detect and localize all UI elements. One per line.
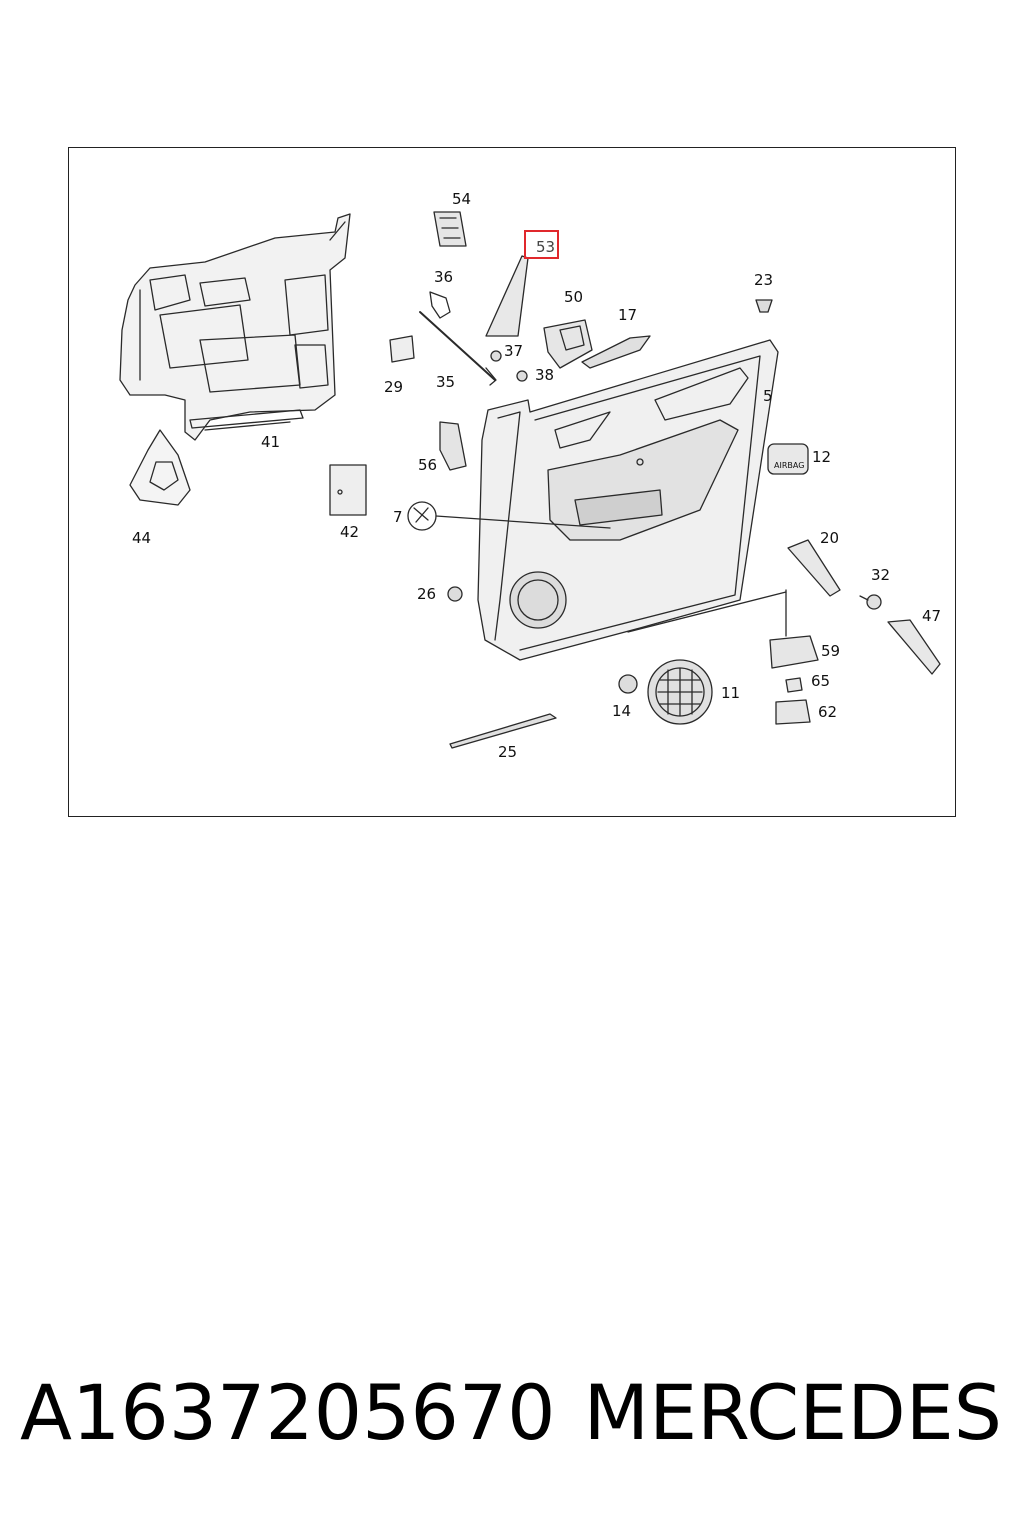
diagram-frame	[68, 147, 956, 817]
callout-32: 32	[871, 566, 891, 584]
part-47-handle	[887, 619, 941, 675]
callout-41: 41	[261, 433, 281, 451]
part-17-handle-trim	[581, 335, 651, 369]
callout-12: 12	[812, 448, 832, 466]
part-54-clip	[433, 211, 467, 247]
part-38-fastener	[516, 370, 528, 382]
brand-name: MERCEDES	[583, 1368, 1002, 1457]
callout-53: 53	[536, 238, 556, 256]
part-50-switch-bezel	[543, 319, 593, 369]
highlight-box	[524, 230, 559, 259]
callout-42: 42	[340, 523, 360, 541]
callout-5: 5	[763, 387, 773, 405]
part-26-clip	[447, 586, 463, 602]
callout-44: 44	[132, 529, 152, 547]
callout-25: 25	[498, 743, 518, 761]
part-35-36-rod	[419, 291, 497, 386]
part-14-clip	[618, 674, 638, 694]
part-number: A1637205670	[20, 1368, 556, 1457]
part-20-bracket	[787, 539, 841, 597]
callout-47: 47	[922, 607, 942, 625]
part-7-screw-symbol	[407, 501, 611, 531]
part-62-socket	[775, 699, 811, 725]
part-56-bracket	[439, 421, 467, 471]
part-23-clip	[755, 299, 773, 313]
callout-35: 35	[436, 373, 456, 391]
callout-54: 54	[452, 190, 472, 208]
callout-62: 62	[818, 703, 838, 721]
part-41-door-carrier	[119, 213, 351, 441]
airbag-badge-text: AIRBAG	[774, 461, 805, 470]
part-53-trim-piece	[485, 255, 529, 337]
footer: A1637205670 MERCEDES	[0, 1375, 1024, 1465]
callout-11: 11	[721, 684, 741, 702]
callout-38: 38	[535, 366, 555, 384]
callout-20: 20	[820, 529, 840, 547]
callout-37: 37	[504, 342, 524, 360]
callout-50: 50	[564, 288, 584, 306]
part-12-airbag-badge	[767, 443, 809, 475]
part-44-gasket	[129, 429, 191, 506]
part-29-clip	[389, 335, 415, 363]
part-5-door-panel	[477, 339, 779, 661]
callout-14: 14	[612, 702, 632, 720]
part-59-light	[627, 589, 819, 669]
part-32-screw	[859, 594, 882, 610]
callout-65: 65	[811, 672, 831, 690]
part-11-speaker-grille	[647, 659, 713, 725]
part-25-trim-strip	[449, 713, 557, 749]
callout-56: 56	[418, 456, 438, 474]
callout-29: 29	[384, 378, 404, 396]
callout-59: 59	[821, 642, 841, 660]
callout-23: 23	[754, 271, 774, 289]
callout-26: 26	[417, 585, 437, 603]
part-37-fastener	[490, 350, 502, 362]
callout-17: 17	[618, 306, 638, 324]
callout-7: 7	[393, 508, 403, 526]
callout-36: 36	[434, 268, 454, 286]
part-42-pad	[329, 464, 367, 516]
part-65-bulb	[785, 677, 803, 693]
